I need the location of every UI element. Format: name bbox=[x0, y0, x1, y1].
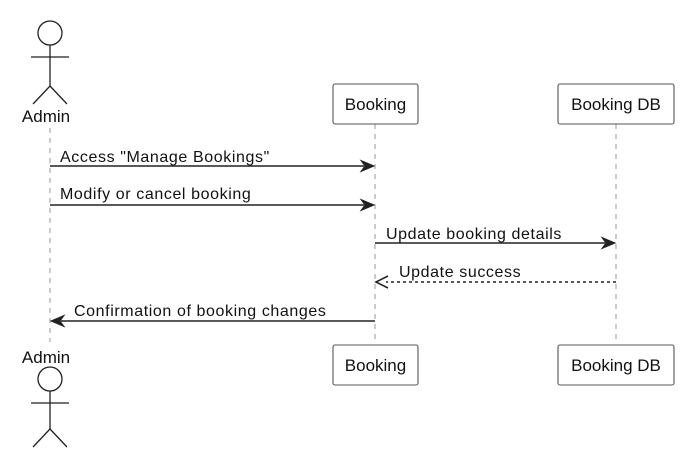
stick-figure-icon bbox=[31, 366, 69, 448]
participant-label-booking-top: Booking bbox=[345, 95, 406, 114]
arrowhead-right-icon bbox=[359, 159, 376, 173]
message-label: Confirmation of booking changes bbox=[74, 303, 327, 320]
message-label: Update success bbox=[399, 264, 521, 281]
participant-label-bookingdb-bottom: Booking DB bbox=[571, 356, 661, 375]
message-update-success: Update success bbox=[374, 264, 616, 289]
actor-admin-top: Admin bbox=[22, 20, 70, 126]
arrowhead-right-icon bbox=[359, 198, 376, 212]
arrowhead-right-icon bbox=[600, 236, 617, 250]
message-confirmation-of-changes: Confirmation of booking changes bbox=[49, 303, 375, 328]
arrowhead-left-icon bbox=[49, 314, 66, 328]
message-access-manage-bookings: Access "Manage Bookings" bbox=[50, 149, 376, 173]
participant-label-booking-bottom: Booking bbox=[345, 356, 406, 375]
actor-admin-bottom: Admin bbox=[22, 348, 70, 448]
message-update-booking-details: Update booking details bbox=[375, 226, 617, 250]
participant-bookingdb-bottom: Booking DB bbox=[557, 344, 675, 386]
arrowhead-left-icon bbox=[374, 275, 389, 289]
participant-booking-bottom: Booking bbox=[332, 344, 419, 386]
message-label: Modify or cancel booking bbox=[60, 186, 251, 203]
message-label: Update booking details bbox=[386, 226, 562, 243]
stick-figure-icon bbox=[31, 20, 69, 105]
message-label: Access "Manage Bookings" bbox=[60, 149, 270, 166]
participant-booking-top: Booking bbox=[332, 83, 419, 125]
message-modify-or-cancel: Modify or cancel booking bbox=[50, 186, 376, 212]
participant-bookingdb-top: Booking DB bbox=[557, 83, 675, 125]
participant-label-admin-top: Admin bbox=[22, 107, 70, 126]
participant-label-bookingdb-top: Booking DB bbox=[571, 95, 661, 114]
participant-label-admin-bottom: Admin bbox=[22, 348, 70, 367]
